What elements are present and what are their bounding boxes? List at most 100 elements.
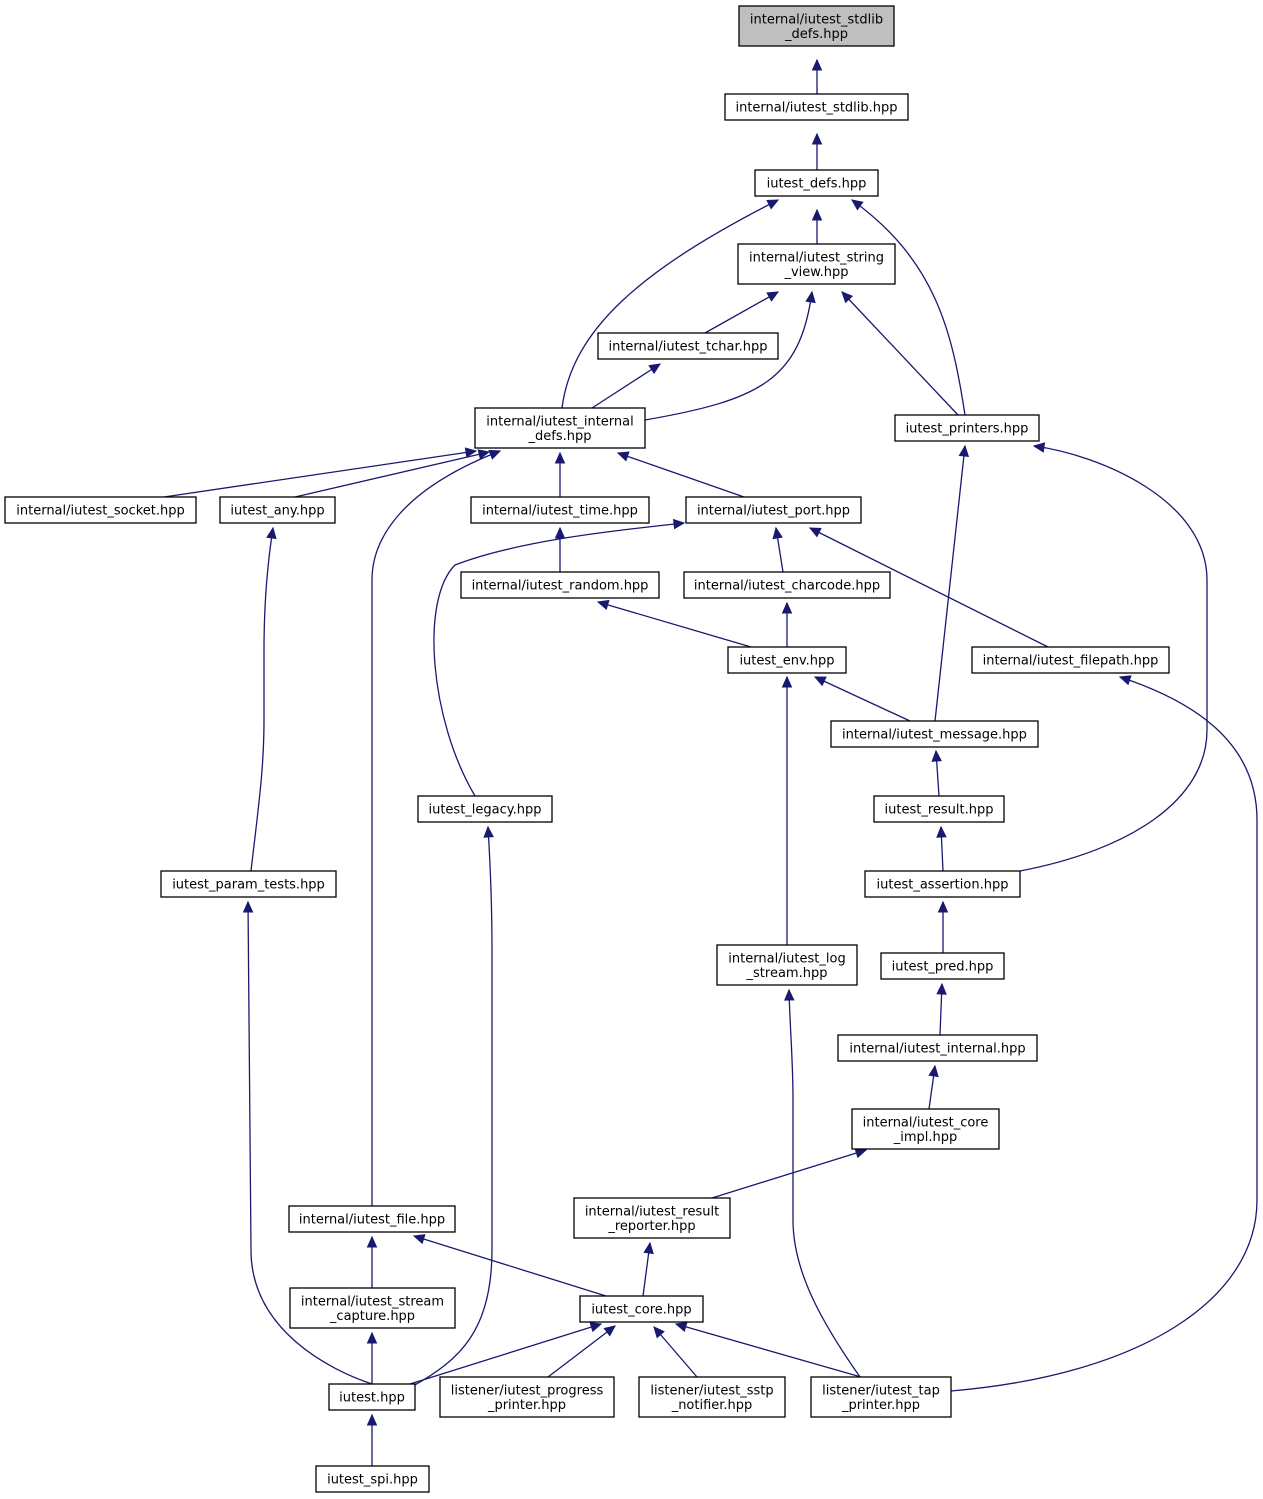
edge-line (711, 1149, 867, 1199)
node-stream-capture[interactable]: internal/iutest_stream_capture.hpp (289, 1287, 456, 1329)
edge-line (1019, 445, 1208, 872)
node-label: internal/iutest_socket.hpp (16, 504, 185, 519)
node-box (579, 1295, 704, 1323)
edge-line (950, 676, 1258, 1392)
arrowhead-icon (648, 363, 662, 375)
node-box (219, 496, 336, 524)
arrowhead-icon (936, 982, 947, 995)
node-box (315, 1465, 430, 1493)
node-charcode[interactable]: internal/iutest_charcode.hpp (683, 571, 891, 599)
edge-line (371, 450, 501, 1206)
arrowhead-icon (653, 1326, 665, 1339)
arrowhead-icon (1032, 442, 1046, 453)
node-label: internal/iutest_file.hpp (299, 1213, 445, 1228)
node-label: internal/iutest_log (728, 951, 845, 966)
node-legacy[interactable]: iutest_legacy.hpp (417, 795, 553, 823)
edge-iutest-to-core (409, 1322, 603, 1385)
node-box (474, 407, 646, 449)
node-label: iutest_spi.hpp (327, 1473, 418, 1488)
edge-line (413, 1235, 607, 1297)
node-label: _defs.hpp (528, 429, 592, 444)
edge-any-to-internal_defs (294, 449, 491, 498)
node-label: internal/iutest_core (863, 1115, 989, 1130)
node-label: internal/iutest_string (749, 250, 884, 265)
node-socket[interactable]: internal/iutest_socket.hpp (4, 496, 197, 524)
node-label: internal/iutest_stdlib.hpp (735, 101, 897, 116)
node-iutest[interactable]: iutest.hpp (328, 1383, 416, 1411)
node-assertion[interactable]: iutest_assertion.hpp (864, 870, 1021, 898)
node-box (837, 1034, 1038, 1062)
edge-line (597, 601, 752, 648)
edge-defs-to-stdlib (811, 132, 823, 170)
node-box (460, 571, 660, 599)
node-defs[interactable]: iutest_defs.hpp (754, 169, 879, 197)
node-label: _impl.hpp (893, 1130, 958, 1145)
node-label: _view.hpp (783, 265, 848, 280)
node-env[interactable]: iutest_env.hpp (727, 646, 847, 674)
edge-socket-to-internal_defs (163, 447, 478, 498)
arrowhead-icon (616, 451, 630, 462)
node-param-tests[interactable]: iutest_param_tests.hpp (160, 870, 337, 898)
node-spi[interactable]: iutest_spi.hpp (315, 1465, 430, 1493)
edge-string_view-to-defs (811, 208, 823, 244)
node-printers[interactable]: iutest_printers.hpp (894, 414, 1040, 442)
node-message[interactable]: internal/iutest_message.hpp (830, 720, 1039, 748)
edge-internal_defs-to-defs (561, 199, 780, 409)
node-stdlib[interactable]: internal/iutest_stdlib.hpp (724, 93, 909, 121)
edge-core_impl-to-internal (928, 1064, 939, 1110)
edges-layer (163, 58, 1258, 1466)
arrowhead-icon (937, 900, 949, 913)
node-result-reporter[interactable]: internal/iutest_result_reporter.hpp (573, 1197, 731, 1239)
node-sstp-notifier[interactable]: listener/iutest_sstp_notifier.hpp (638, 1376, 786, 1418)
node-time[interactable]: internal/iutest_time.hpp (470, 496, 650, 524)
arrowhead-icon (603, 1325, 616, 1337)
node-label: iutest_param_tests.hpp (172, 878, 325, 893)
edge-tchar-to-string_view (704, 291, 780, 334)
node-core[interactable]: iutest_core.hpp (579, 1295, 704, 1323)
node-label: internal/iutest_charcode.hpp (694, 579, 880, 594)
node-string-view[interactable]: internal/iutest_string_view.hpp (737, 243, 896, 285)
edge-log_stream-to-env (781, 675, 793, 945)
arrowhead-icon (554, 526, 566, 539)
node-box (160, 870, 337, 898)
node-progress-printer[interactable]: listener/iutest_progress_printer.hpp (439, 1376, 615, 1418)
node-label: iutest_legacy.hpp (428, 803, 541, 818)
node-box (573, 1197, 731, 1239)
arrowhead-icon (366, 1235, 378, 1248)
node-stdlib-defs: internal/iutest_stdlib_defs.hpp (738, 5, 895, 47)
arrowhead-icon (242, 900, 254, 913)
node-label: internal/iutest_message.hpp (842, 728, 1027, 743)
node-tchar[interactable]: internal/iutest_tchar.hpp (597, 332, 779, 360)
node-port[interactable]: internal/iutest_port.hpp (685, 496, 862, 524)
node-tap-printer[interactable]: listener/iutest_tap_printer.hpp (810, 1376, 952, 1418)
edge-progress_printer-to-core (547, 1325, 616, 1378)
edge-line (653, 1326, 698, 1378)
arrowhead-icon (674, 1321, 688, 1332)
node-log-stream[interactable]: internal/iutest_log_stream.hpp (716, 944, 858, 986)
node-internal[interactable]: internal/iutest_internal.hpp (837, 1034, 1038, 1062)
edge-iutest-to-stream_capture (366, 1331, 378, 1384)
arrowhead-icon (477, 449, 491, 460)
node-file[interactable]: internal/iutest_file.hpp (288, 1205, 456, 1233)
node-random[interactable]: internal/iutest_random.hpp (460, 571, 660, 599)
arrowhead-icon (772, 526, 783, 540)
arrowhead-icon (811, 132, 823, 145)
node-filepath[interactable]: internal/iutest_filepath.hpp (971, 646, 1170, 674)
edge-printers-to-defs (851, 199, 966, 416)
node-core-impl[interactable]: internal/iutest_core_impl.hpp (851, 1108, 1000, 1150)
node-label: internal/iutest_port.hpp (697, 504, 850, 519)
edge-line (851, 199, 966, 416)
node-result[interactable]: iutest_result.hpp (873, 795, 1005, 823)
node-label: internal/iutest_stdlib (750, 12, 883, 27)
node-label: internal/iutest_filepath.hpp (983, 654, 1159, 669)
edge-printers-to-string_view (841, 291, 959, 416)
node-pred[interactable]: iutest_pred.hpp (880, 952, 1005, 980)
arrowhead-icon (841, 291, 854, 304)
node-label: internal/iutest_time.hpp (482, 504, 638, 519)
edge-line (250, 527, 274, 872)
edge-param_tests-to-any (250, 526, 277, 872)
node-any[interactable]: iutest_any.hpp (219, 496, 336, 524)
arrowhead-icon (1118, 675, 1132, 686)
node-box (470, 496, 650, 524)
node-internal-defs[interactable]: internal/iutest_internal_defs.hpp (474, 407, 646, 449)
